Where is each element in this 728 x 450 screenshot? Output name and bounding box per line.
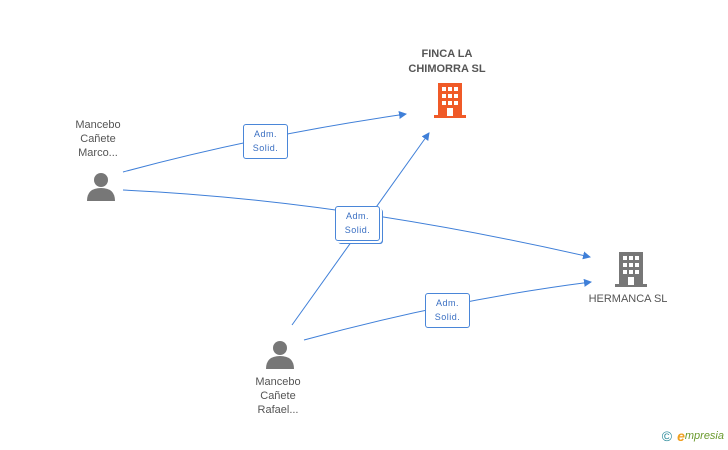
person-2-label[interactable]: Mancebo Cañete Rafael... [238,375,318,417]
building-icon[interactable] [433,83,467,124]
person-2-name-line2: Cañete [260,390,296,402]
person-1-name-line2: Cañete [80,133,116,145]
company-2-label[interactable]: HERMANCA SL [588,293,668,305]
person-1-name-line1: Mancebo [75,119,121,131]
building-icon-secondary[interactable] [614,252,648,293]
edge-label-center-stack[interactable]: Adm. Solid. [335,206,380,241]
copyright-symbol: © [661,428,673,444]
company-main-label[interactable]: FINCA LA CHIMORRA SL [392,47,502,77]
person-2-name-line1: Mancebo [255,376,301,388]
person-icon[interactable] [86,172,116,207]
edge-label-marco-finca[interactable]: Adm. Solid. [243,124,288,159]
edge-label-rafael-hermanca[interactable]: Adm. Solid. [425,293,470,328]
person-1-name-line3: Marco... [78,147,118,159]
edge-label-2-line2: Solid. [344,225,371,235]
company-main-name-line1: FINCA LA [421,48,473,60]
edge-label-2-line1: Adm. [345,211,369,221]
edge-label-1-line1: Adm. [253,129,277,139]
brand-footer[interactable]: © e mpresia [662,428,724,444]
person-icon-2[interactable] [265,340,295,375]
edge-label-3-line2: Solid. [434,312,461,322]
edge-label-3-line1: Adm. [435,298,459,308]
edge-label-1-line2: Solid. [252,143,279,153]
person-1-label[interactable]: Mancebo Cañete Marco... [58,118,138,160]
brand-name: mpresia [684,430,724,442]
company-main-name-line2: CHIMORRA SL [408,63,486,75]
person-2-name-line3: Rafael... [257,404,299,416]
brand-e-letter: e [677,428,685,444]
